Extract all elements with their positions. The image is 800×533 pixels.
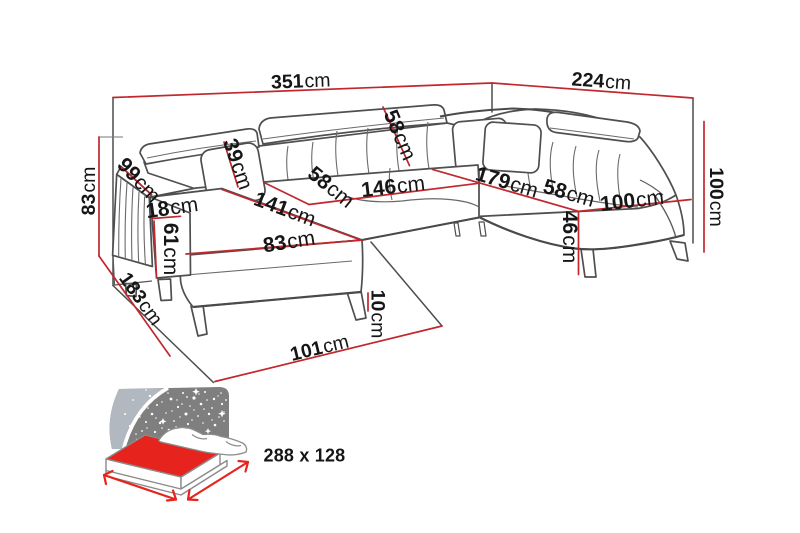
svg-text:61cm: 61cm	[160, 223, 183, 275]
svg-text:146cm: 146cm	[360, 171, 426, 201]
svg-text:351cm: 351cm	[271, 69, 331, 93]
svg-text:46cm: 46cm	[559, 211, 582, 263]
svg-text:100cm: 100cm	[599, 185, 665, 215]
svg-text:18cm: 18cm	[144, 192, 199, 222]
svg-text:83cm: 83cm	[78, 167, 100, 216]
svg-text:288 x 128: 288 x 128	[264, 446, 346, 466]
svg-text:224cm: 224cm	[571, 68, 632, 94]
svg-text:10cm: 10cm	[367, 290, 389, 339]
svg-text:83cm: 83cm	[261, 226, 316, 257]
svg-text:100cm: 100cm	[705, 167, 727, 227]
